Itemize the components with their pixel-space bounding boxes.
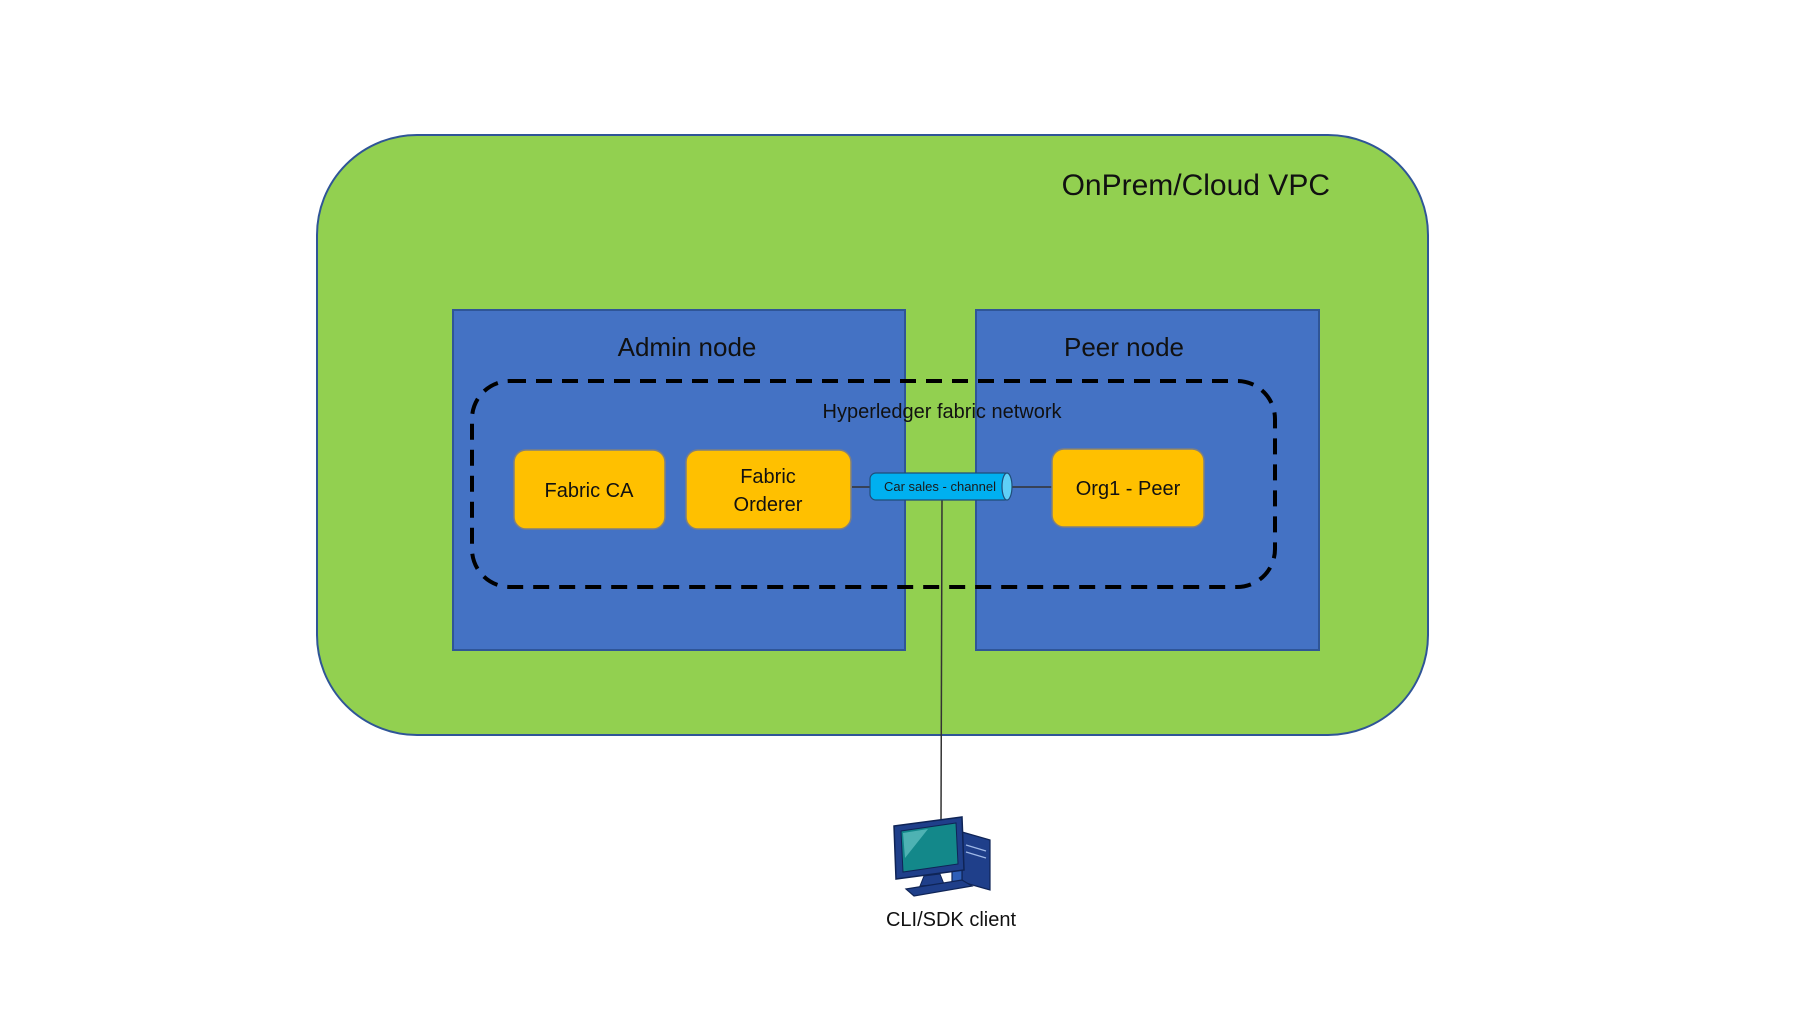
org1-peer-component: Org1 - Peer (1051, 448, 1205, 528)
vpc-label: OnPrem/Cloud VPC (1062, 169, 1330, 202)
fabric-ca-label: Fabric CA (545, 480, 635, 502)
fabric-orderer-label-line1: Fabric (740, 466, 796, 488)
client-label: CLI/SDK client (886, 909, 1016, 931)
car-sales-channel: Car sales - channel (869, 472, 1013, 501)
channel-label: Car sales - channel (884, 479, 996, 494)
fabric-network-boundary (470, 379, 1277, 589)
fabric-network-label: Hyperledger fabric network (823, 401, 1063, 423)
peer-node-label: Peer node (1064, 332, 1184, 362)
fabric-ca-box (513, 449, 666, 530)
fabric-ca-component: Fabric CA (513, 449, 666, 530)
connectors (852, 486, 1052, 823)
channel-client-connector (940, 499, 943, 823)
fabric-orderer-component: Fabric Orderer (685, 449, 852, 530)
fabric-orderer-box (685, 449, 852, 530)
fabric-network: Hyperledger fabric network (470, 379, 1277, 589)
fabric-orderer-label-line2: Orderer (734, 494, 803, 516)
org1-peer-label: Org1 - Peer (1076, 478, 1181, 500)
admin-node-label: Admin node (618, 332, 757, 362)
desktop-computer-icon (893, 816, 991, 897)
org1-peer-box (1051, 448, 1205, 528)
channel-end-cap (1001, 472, 1013, 501)
cli-sdk-client: CLI/SDK client (886, 816, 1016, 931)
